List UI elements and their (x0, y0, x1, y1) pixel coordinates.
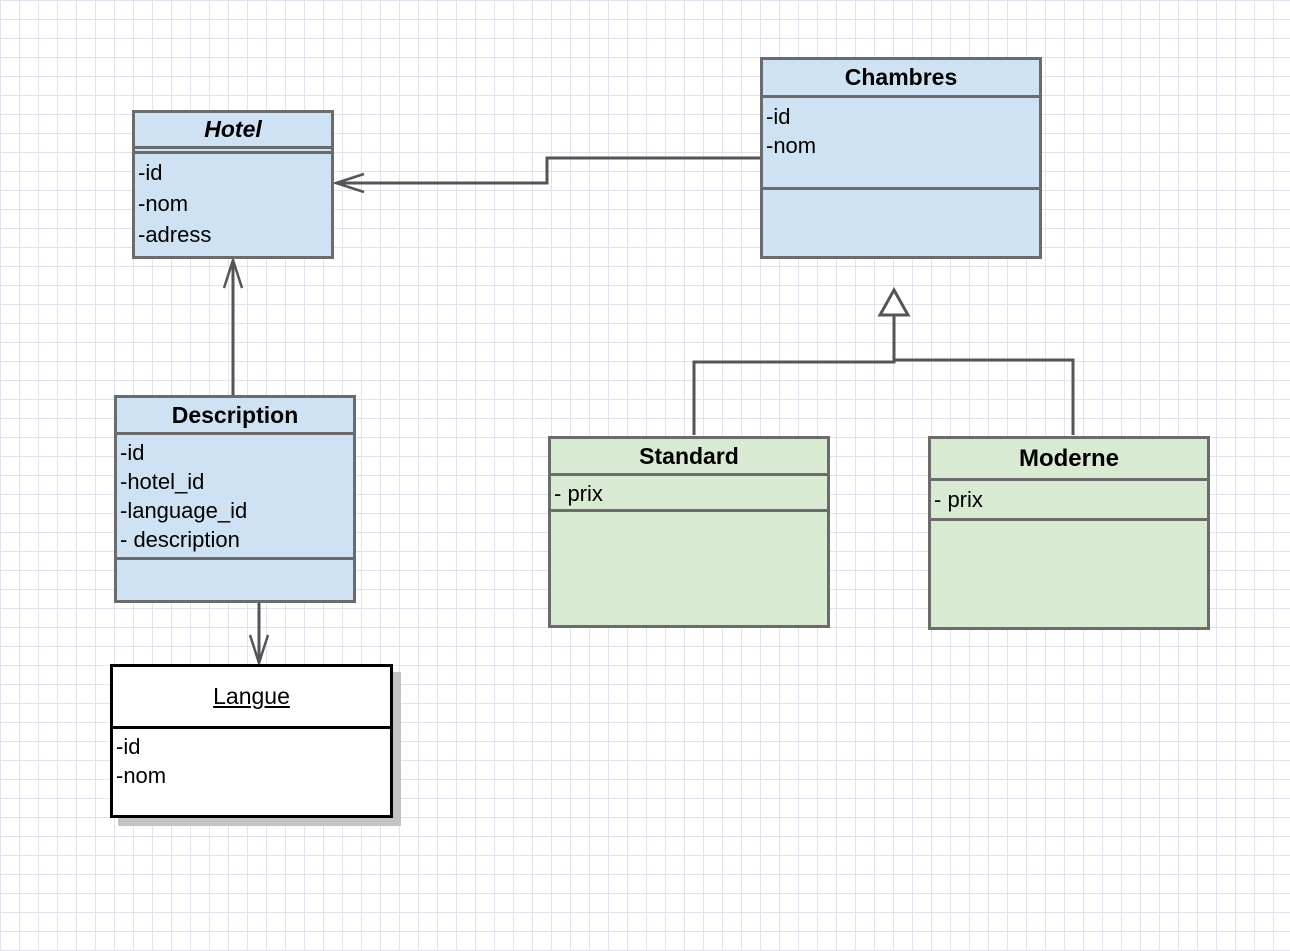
class-standard-methods (551, 512, 827, 625)
class-hotel-attr-nom: -nom (138, 191, 189, 216)
class-langue-attr-id: -id (116, 734, 141, 759)
generalization-standard-chambres (692, 316, 896, 435)
class-langue-name: Langue (113, 667, 390, 729)
class-langue[interactable]: Langue -id -nom (110, 664, 393, 818)
generalization-moderne-chambres (894, 358, 1075, 435)
class-moderne-attributes: - prix (931, 481, 1207, 521)
class-hotel-attr-id: -id (138, 160, 163, 185)
arrowhead-hotel-from-chambres (331, 172, 365, 194)
association-chambres-hotel (336, 156, 760, 185)
class-chambres-attr-id: -id (766, 104, 791, 129)
class-description-attr-description: - description (120, 527, 240, 552)
class-chambres-attributes: -id -nom (763, 98, 1039, 190)
class-hotel-attributes: -id -nom -adress (135, 154, 331, 250)
class-description-attr-hotel-id: -hotel_id (120, 469, 205, 494)
class-description-attr-id: -id (120, 440, 145, 465)
class-standard-attributes: - prix (551, 476, 827, 512)
class-description-attributes: -id -hotel_id -language_id - description (117, 435, 353, 560)
class-description-attr-language-id: -language_id (120, 498, 248, 523)
class-moderne-methods (931, 521, 1207, 627)
class-moderne-attr-prix: - prix (934, 487, 983, 512)
class-standard-name: Standard (551, 439, 827, 476)
class-hotel[interactable]: Hotel -id -nom -adress (132, 110, 334, 259)
class-hotel-attr-adress: -adress (138, 222, 212, 247)
class-hotel-separator (135, 149, 331, 154)
class-description[interactable]: Description -id -hotel_id -language_id -… (114, 395, 356, 603)
class-chambres-attr-nom: -nom (766, 133, 817, 158)
class-chambres-methods (763, 190, 1039, 256)
arrowhead-langue-from-description (248, 634, 270, 668)
generalization-triangle (877, 286, 911, 317)
class-moderne[interactable]: Moderne - prix (928, 436, 1210, 630)
arrowhead-hotel-from-description (222, 255, 244, 289)
class-chambres[interactable]: Chambres -id -nom (760, 57, 1042, 259)
class-moderne-name: Moderne (931, 439, 1207, 481)
class-chambres-name: Chambres (763, 60, 1039, 98)
class-hotel-name: Hotel (135, 113, 331, 149)
class-description-methods (117, 560, 353, 600)
class-langue-attributes: -id -nom (113, 729, 390, 790)
class-description-name: Description (117, 398, 353, 435)
class-standard-attr-prix: - prix (554, 481, 603, 506)
class-langue-attr-nom: -nom (116, 763, 167, 788)
class-standard[interactable]: Standard - prix (548, 436, 830, 628)
